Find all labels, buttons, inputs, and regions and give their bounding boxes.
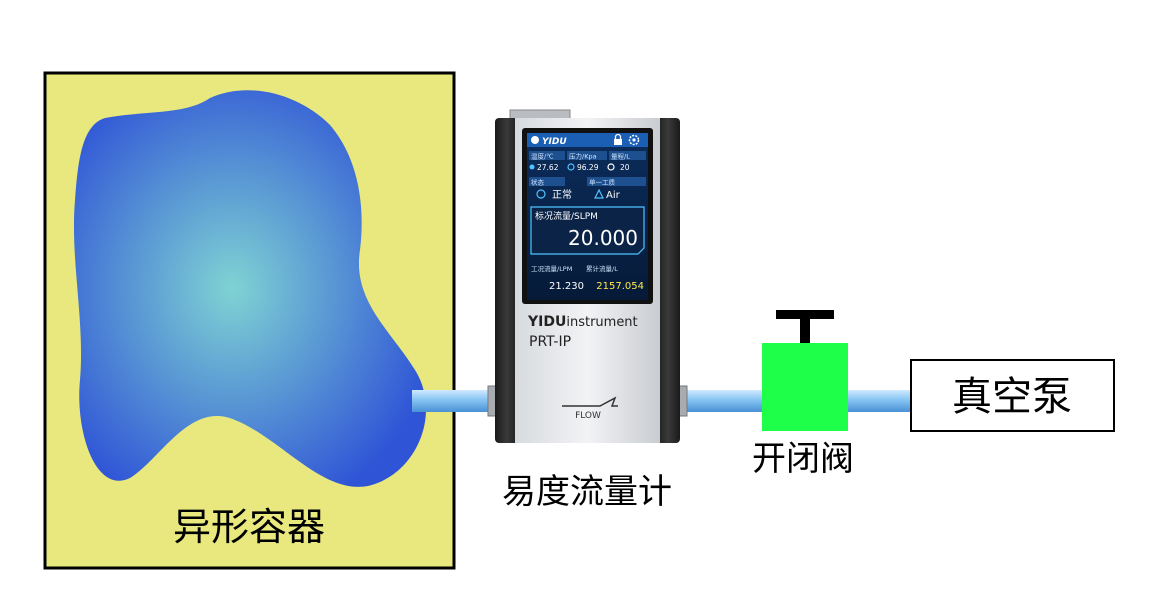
flow-meter: YIDU 温度/℃ 压力/Kpa 量程/L 27.62 96.29 20 状态 …	[487, 109, 688, 512]
range-icon	[607, 163, 615, 171]
col3-header: 量程/L	[611, 152, 630, 161]
pipe-segment-2	[678, 390, 764, 412]
valve-label: 开闭阀	[752, 439, 854, 479]
pressure-icon	[567, 163, 575, 171]
pump-box	[910, 359, 1115, 432]
main-value: 20.000	[568, 226, 638, 250]
mode-label: 单一工质	[589, 178, 616, 187]
brand-bold: YIDU	[527, 314, 566, 330]
container: 异形容器	[43, 71, 456, 570]
valve-handle-bar	[776, 310, 834, 319]
col3-value: 20	[620, 163, 630, 172]
container-blob	[73, 90, 427, 487]
valve-stem	[800, 316, 810, 344]
col3-header-bg	[609, 151, 646, 160]
pipe-segment-3	[848, 390, 912, 412]
meter-label: 易度流量计	[502, 472, 672, 512]
check-icon	[536, 189, 546, 199]
col1-header-bg	[529, 151, 565, 160]
status-header-bg	[529, 177, 565, 186]
col1-value: 27.62	[537, 163, 559, 172]
rail-right	[656, 118, 680, 443]
main-label: 标况流量/SLPM	[535, 210, 598, 222]
sub1-label: 工况流量/LPM	[531, 264, 572, 273]
mode-header-bg	[587, 177, 646, 186]
sub2-value: 2157.054	[596, 281, 644, 292]
status-value: 正常	[552, 188, 572, 201]
model-text: PRT-IP	[529, 334, 571, 350]
valve: 开闭阀	[752, 310, 854, 479]
valve-body	[762, 343, 848, 431]
gas-value: Air	[606, 190, 621, 201]
gas-icon	[594, 188, 604, 199]
flow-label: FLOW	[575, 411, 601, 421]
pump-label: 真空泵	[952, 374, 1072, 420]
col2-header-bg	[567, 151, 607, 160]
status-label: 状态	[531, 178, 545, 187]
brand-light: instrument	[566, 315, 637, 330]
screen-logo: YIDU	[542, 137, 567, 147]
container-label: 异形容器	[173, 505, 325, 549]
sub1-value: 21.230	[549, 281, 584, 292]
main-panel-frame	[530, 206, 645, 255]
screen-logo-icon	[531, 136, 539, 144]
col2-value: 96.29	[577, 163, 599, 172]
gear-icon	[628, 134, 640, 146]
thermometer-icon	[529, 164, 535, 170]
brand-text: YIDUinstrument	[527, 314, 638, 330]
rail-left	[495, 118, 519, 443]
sub2-label: 累计流量/L	[586, 264, 618, 273]
pipe-segment-1	[412, 390, 496, 412]
lock-icon	[614, 133, 622, 145]
col1-header: 温度/℃	[531, 152, 554, 161]
col2-header: 压力/Kpa	[569, 152, 597, 161]
flow-arrow-icon	[562, 396, 618, 407]
pump: 真空泵	[910, 359, 1115, 432]
